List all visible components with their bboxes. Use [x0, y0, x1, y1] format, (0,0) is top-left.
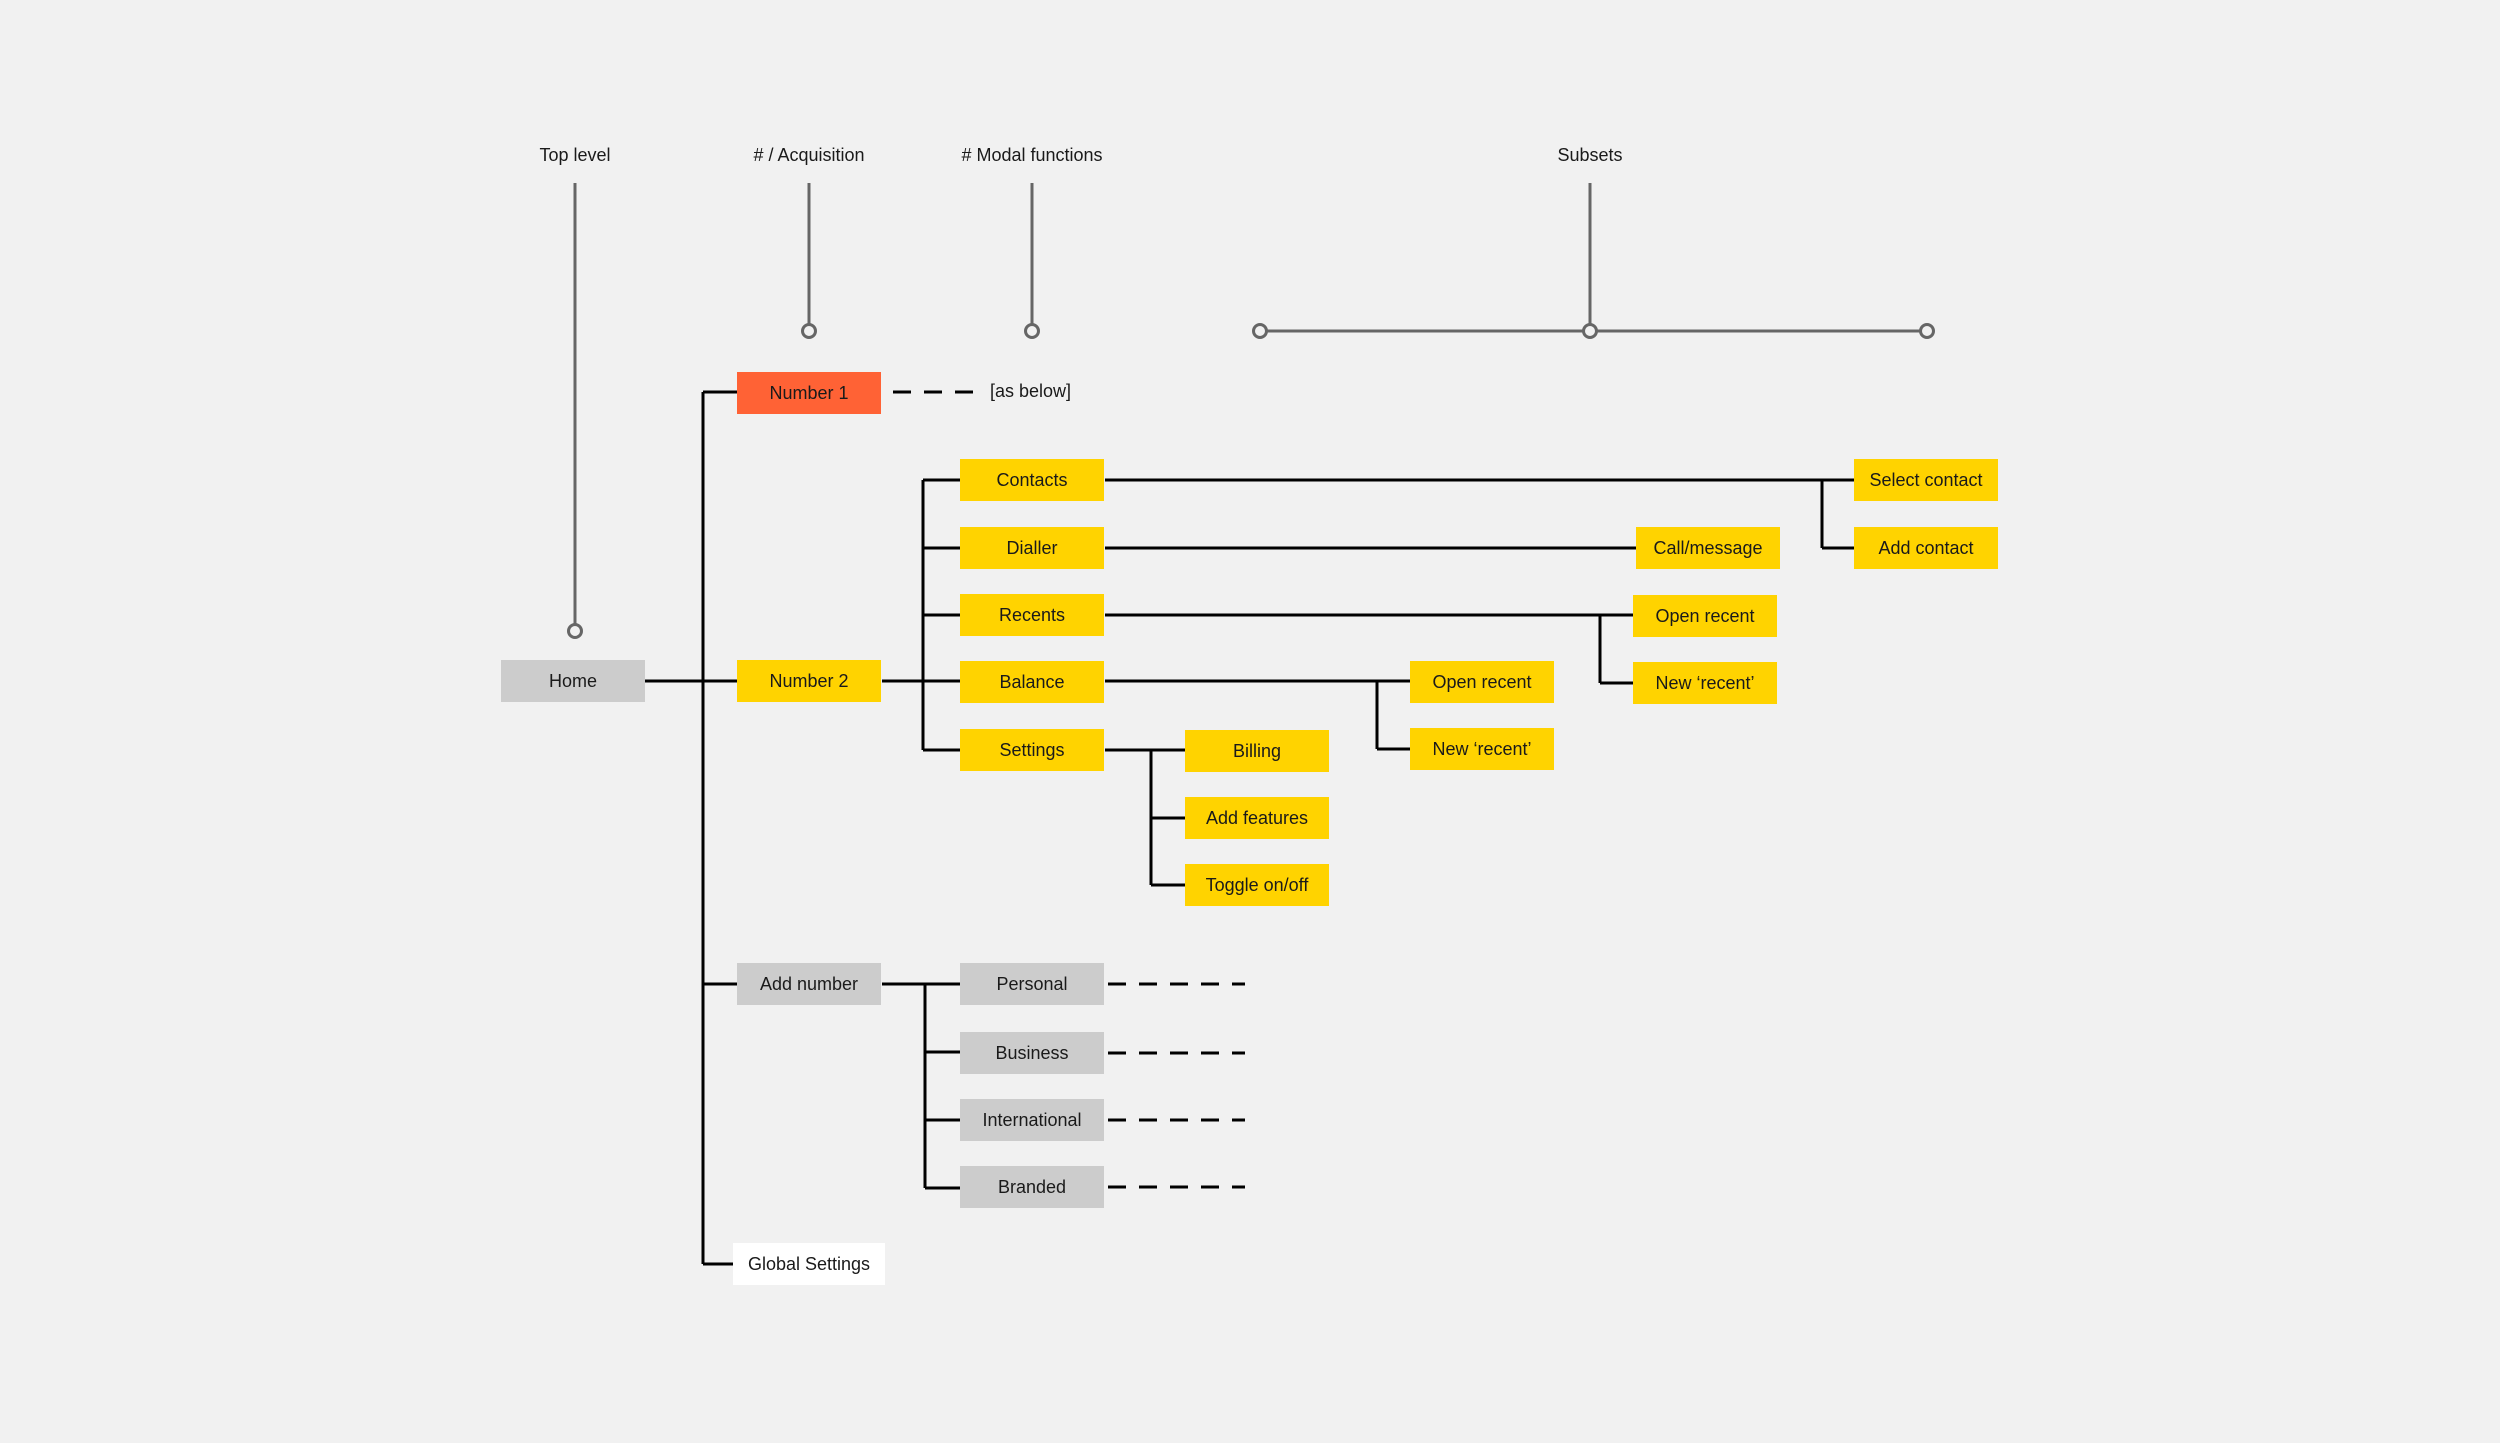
node-number-2[interactable]: Number 2: [737, 660, 881, 702]
node-balance-open-recent[interactable]: Open recent: [1410, 661, 1554, 703]
node-select-contact[interactable]: Select contact: [1854, 459, 1998, 501]
node-branded[interactable]: Branded: [960, 1166, 1104, 1208]
number-1-note: [as below]: [990, 381, 1072, 401]
node-recents-new-recent[interactable]: New ‘recent’: [1633, 662, 1777, 704]
pointer-dot-acquisition: [801, 323, 817, 339]
node-business[interactable]: Business: [960, 1032, 1104, 1074]
node-add-number[interactable]: Add number: [737, 963, 881, 1005]
pointer-dot-top-level: [567, 623, 583, 639]
node-contacts[interactable]: Contacts: [960, 459, 1104, 501]
node-balance[interactable]: Balance: [960, 661, 1104, 703]
node-add-features[interactable]: Add features: [1185, 797, 1329, 839]
node-settings[interactable]: Settings: [960, 729, 1104, 771]
node-global-settings[interactable]: Global Settings: [733, 1243, 885, 1285]
level-label-top-level: Top level: [539, 145, 611, 165]
level-label-subsets: Subsets: [1557, 145, 1623, 165]
level-label-acquisition: # / Acquisition: [753, 145, 865, 165]
pointer-dot-subsets-center: [1582, 323, 1598, 339]
pointer-dot-modal: [1024, 323, 1040, 339]
pointer-dot-subsets-left: [1252, 323, 1268, 339]
node-personal[interactable]: Personal: [960, 963, 1104, 1005]
node-toggle-on-off[interactable]: Toggle on/off: [1185, 864, 1329, 906]
node-recents-open-recent[interactable]: Open recent: [1633, 595, 1777, 637]
node-add-contact[interactable]: Add contact: [1854, 527, 1998, 569]
node-home[interactable]: Home: [501, 660, 645, 702]
pointer-dot-subsets-right: [1919, 323, 1935, 339]
node-recents[interactable]: Recents: [960, 594, 1104, 636]
level-label-modal-functions: # Modal functions: [961, 145, 1103, 165]
node-billing[interactable]: Billing: [1185, 730, 1329, 772]
node-dialler[interactable]: Dialler: [960, 527, 1104, 569]
node-international[interactable]: International: [960, 1099, 1104, 1141]
node-number-1[interactable]: Number 1: [737, 372, 881, 414]
node-call-message[interactable]: Call/message: [1636, 527, 1780, 569]
node-balance-new-recent[interactable]: New ‘recent’: [1410, 728, 1554, 770]
